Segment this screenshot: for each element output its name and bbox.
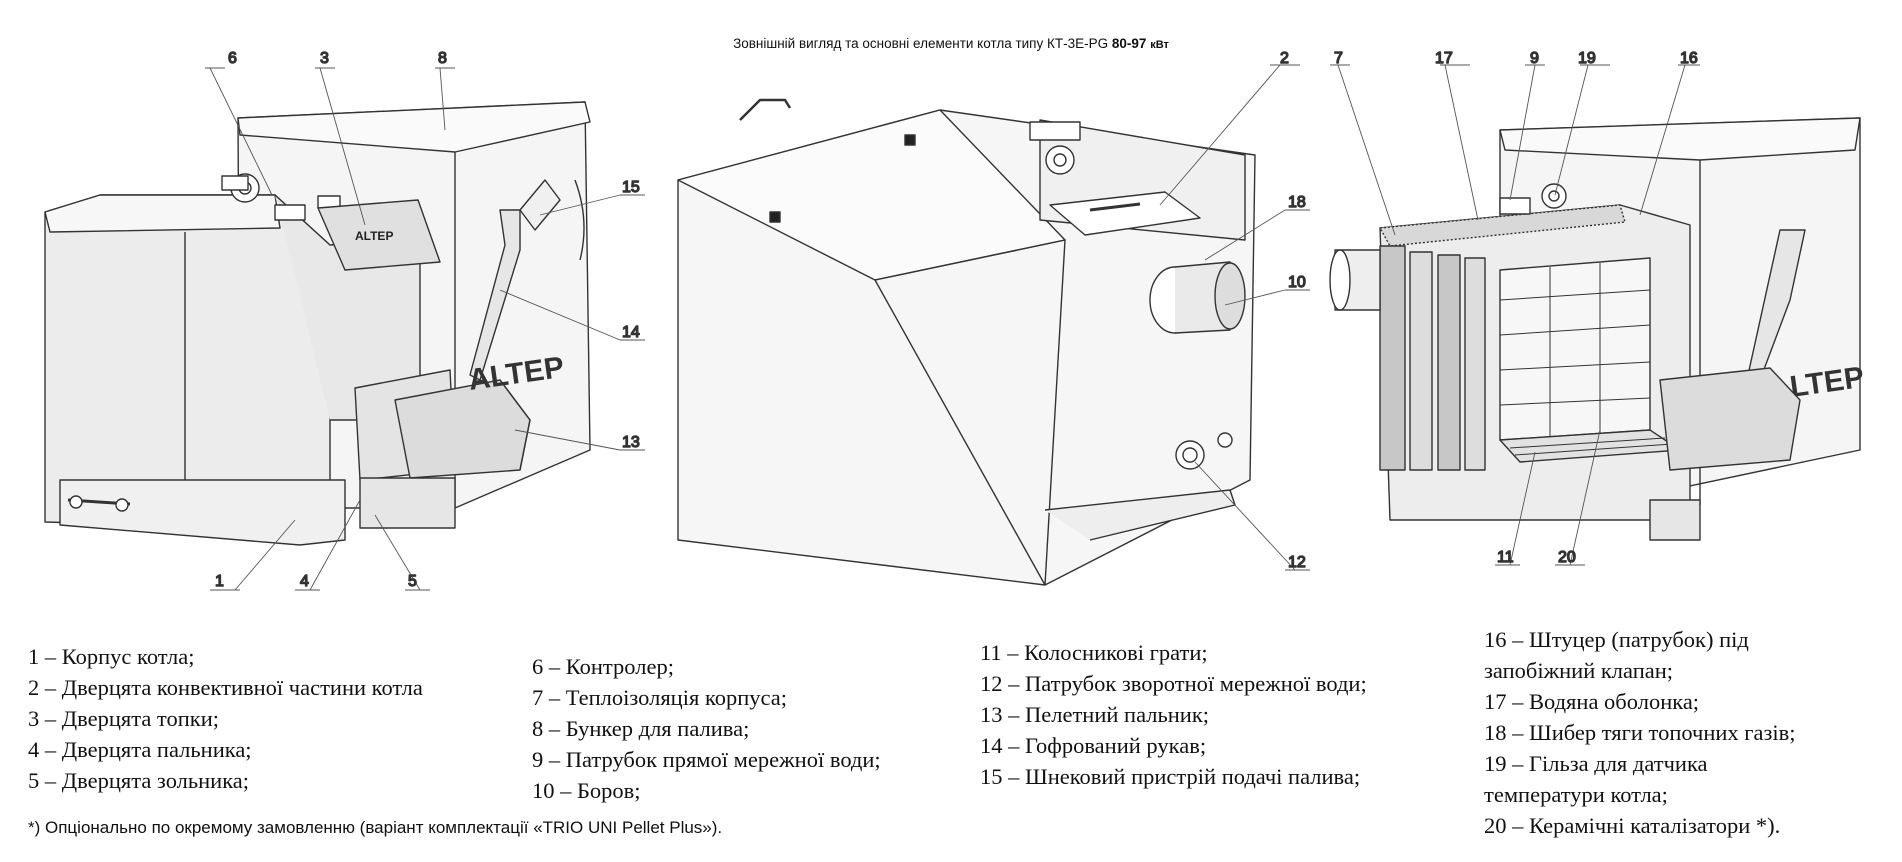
legend-column-3: 11 – Колосникові грати; 12 – Патрубок зв… [980,637,1367,792]
title-unit: кВт [1150,39,1169,51]
legend-item: 11 – Колосникові грати; [980,640,1208,665]
callout-5: 5 [408,573,417,590]
legend-column-1: 1 – Корпус котла; 2 – Дверцята конвектив… [28,641,423,796]
title-power: 80-97 [1111,36,1147,51]
callout-2: 2 [1280,50,1289,67]
legend-item: 18 – Шибер тяги топочних газів; [1484,720,1796,745]
footnote: *) Опціонально по окремому замовленню (в… [28,818,723,837]
callout-7: 7 [1334,50,1343,67]
callout-18: 18 [1288,194,1306,211]
legend-item: 5 – Дверцята зольника; [28,768,250,793]
callout-6: 6 [228,50,237,67]
callout-labels: 6 3 8 2 7 17 9 19 16 15 18 14 10 13 12 1… [214,49,1698,590]
boiler-view-front: ALTEP ALTEP [44,101,591,546]
boiler-drawing: ALTEP ALTEP [44,49,1866,591]
callout-10: 10 [1288,274,1306,291]
legend-item: 2 – Дверцята конвективної частини котла [28,675,423,700]
callout-19: 19 [1578,50,1596,67]
legend-item: 6 – Контролер; [532,654,674,679]
callout-12: 12 [1288,554,1306,571]
callout-15: 15 [622,179,640,196]
svg-text:ALTEP: ALTEP [355,229,393,243]
callout-4: 4 [300,573,309,590]
boiler-view-cutaway: ALTEP [1329,117,1866,541]
legend-item: запобіжний клапан; [1484,658,1674,683]
legend-item: 17 – Водяна оболонка; [1484,689,1700,714]
leader-lines [205,64,1700,591]
legend-item: температури котла; [1484,782,1668,807]
legend-item: 16 – Штуцер (патрубок) під [1484,627,1749,652]
callout-8: 8 [438,50,447,67]
callout-14: 14 [622,324,640,341]
title-text: Зовнішній вигляд та основні елементи кот… [733,36,1109,51]
callout-11: 11 [1497,549,1514,566]
legend-item: 8 – Бункер для палива; [532,716,750,741]
callout-3: 3 [320,50,329,67]
legend-item: 3 – Дверцята топки; [28,706,219,731]
legend-item: 7 – Теплоізоляція корпуса; [532,685,788,710]
legend-item: 14 – Гофрований рукав; [980,733,1207,758]
legend-item: 20 – Керамічні каталізатори *). [1484,813,1781,838]
boiler-view-rear [677,98,1256,586]
legend-column-4: 16 – Штуцер (патрубок) під запобіжний кл… [1484,624,1796,841]
legend-item: 19 – Гільза для датчика [1484,751,1708,776]
legend-column-2: 6 – Контролер; 7 – Теплоізоляція корпуса… [532,651,881,806]
diagram-title: Зовнішній вигляд та основні елементи кот… [0,36,1902,51]
legend-item: 4 – Дверцята пальника; [28,737,252,762]
legend-item: 10 – Боров; [532,778,641,803]
callout-9: 9 [1530,50,1539,67]
callout-13: 13 [622,434,640,451]
callout-1: 1 [215,573,224,590]
callout-16: 16 [1680,50,1698,67]
legend-item: 12 – Патрубок зворотної мережної води; [980,671,1367,696]
legend-item: 15 – Шнековий пристрій подачі палива; [980,764,1361,789]
legend-item: 9 – Патрубок прямої мережної води; [532,747,881,772]
legend-item: 13 – Пелетний пальник; [980,702,1210,727]
legend-item: 1 – Корпус котла; [28,644,195,669]
callout-17: 17 [1435,50,1453,67]
callout-20: 20 [1558,549,1576,566]
